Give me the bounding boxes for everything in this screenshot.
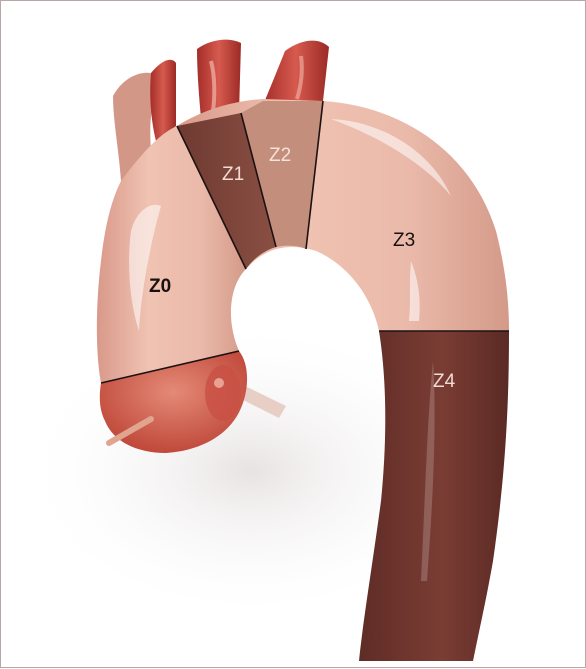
zone-label-z2: Z2 <box>269 145 291 166</box>
zone-label-z1: Z1 <box>222 164 244 185</box>
zone-label-z4: Z4 <box>433 371 456 392</box>
zone-label-z0: Z0 <box>149 276 171 297</box>
zone-label-z3: Z3 <box>393 230 415 251</box>
